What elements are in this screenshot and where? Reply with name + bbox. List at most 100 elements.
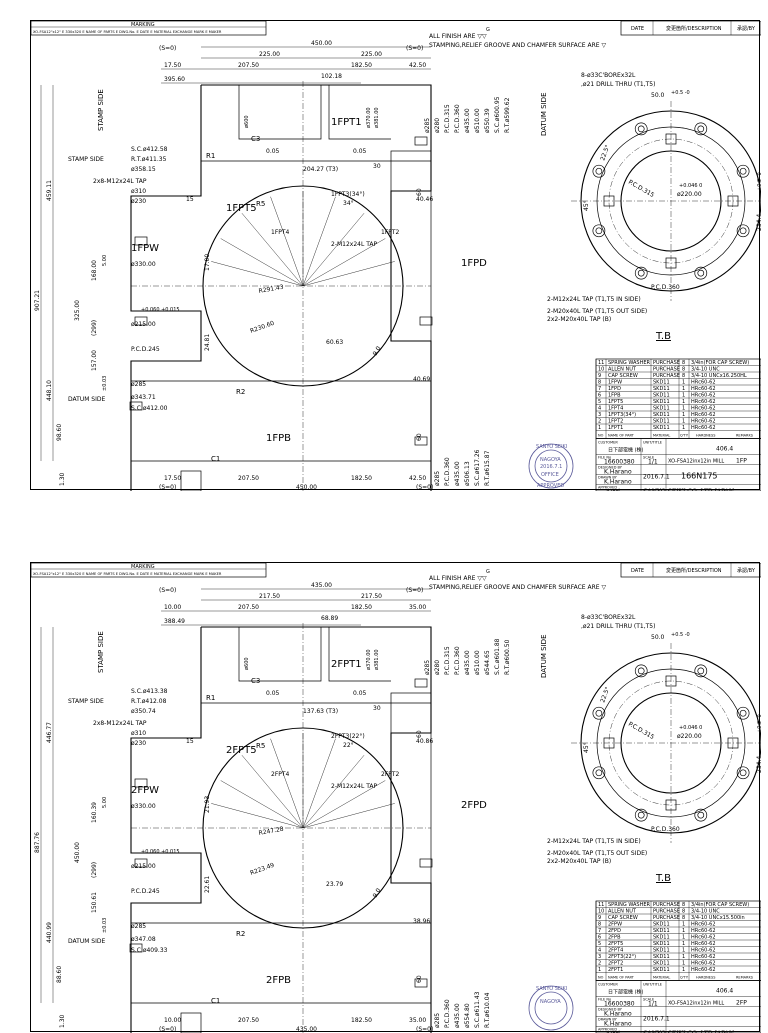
company-jp: 日下部電機 (株) xyxy=(608,447,644,454)
bore-215-tol: +0.060 +0.015 xyxy=(141,307,180,313)
tol-003: ±0.03 xyxy=(102,918,108,933)
bore-col-1: ø280 xyxy=(434,660,441,675)
right-col-1: ø550.39 xyxy=(484,108,491,133)
right-col-0: ø510.00 xyxy=(474,650,481,675)
bore-tol: +0.5 -0 xyxy=(671,632,690,638)
s0-left: (S=0) xyxy=(159,45,176,52)
bore-col-3: P.C.D.360 xyxy=(454,646,461,675)
stamp-2: 2016.7.1 xyxy=(540,464,562,470)
bom-name: 1FPT4 xyxy=(608,406,623,412)
dim-left-total: 887.76 xyxy=(34,832,41,853)
approved: Y.Iori xyxy=(605,489,620,492)
dim-r1: 182.50 xyxy=(351,604,372,611)
right-col-2: S.C.ø601.88 xyxy=(494,638,501,675)
dim-234-tol: +0.2 -0 xyxy=(757,172,761,191)
stamp-1: NAGOYA xyxy=(540,457,561,463)
dim-low-d412: S.C.ø409.33 xyxy=(131,947,168,954)
dim-d291: R291.43 xyxy=(258,284,284,295)
tap-label-b: 2-M12x24L TAP xyxy=(331,783,378,790)
c3-label: C3 xyxy=(251,677,260,685)
s0-bottom-left: (S=0) xyxy=(159,484,176,491)
bore-low-2: ø435.00 xyxy=(454,461,461,486)
dim-130: 1.30 xyxy=(59,472,66,486)
drawing-sheet-2: MARKING XO-FSA12"x12" E 330x320 E NAME OF… xyxy=(30,562,760,1032)
dim-r1: 182.50 xyxy=(351,62,372,69)
dim-w2: 68.89 xyxy=(321,615,338,622)
mini-col-2: ø381.00 xyxy=(374,649,380,670)
bom-name: 1FPT3(34°) xyxy=(608,412,636,418)
dim-d506: ø554.80 xyxy=(464,1003,471,1028)
angle-45: 45° xyxy=(583,742,590,753)
bom-rem: HRc60-62 xyxy=(691,935,716,941)
dim-60-b: 60 xyxy=(416,433,423,441)
marking-header: MARKING xyxy=(131,564,155,570)
bom-name: 2FPW xyxy=(608,922,622,928)
bom-mat: SKD11 xyxy=(653,412,670,418)
dim-left-h2: 440.99 xyxy=(46,922,53,943)
dim-d291: R247.28 xyxy=(258,826,284,837)
bom-qty: 1 xyxy=(682,406,685,412)
drawing-title: XO-FSA12inx12in MILL xyxy=(668,1001,724,1007)
dim-d40: 40.69 xyxy=(413,376,430,383)
dim-half-left: 217.50 xyxy=(259,593,280,600)
bore-note-2: ,ø21 DRILL THRU (T1,T5) xyxy=(581,81,655,88)
dim-left-h1: 446.77 xyxy=(46,722,53,743)
bom-qty: 1 xyxy=(682,928,685,934)
dim-bottom-r2: 42.50 xyxy=(409,475,426,482)
bom-h-rem: REMARKS xyxy=(736,434,754,438)
bore-col-3: P.C.D.360 xyxy=(454,104,461,133)
s0-left: (S=0) xyxy=(159,587,176,594)
dim-d358: ø358.15 xyxy=(131,166,156,173)
dim-60-a: 60 xyxy=(416,730,423,738)
dim-d615: R.T.ø615.87 xyxy=(484,450,491,486)
bom-rem: HRc60-62 xyxy=(691,928,716,934)
s0-right: (S=0) xyxy=(406,45,423,52)
pcd-245: P.C.D.245 xyxy=(131,888,160,895)
bom-mat: PURCHASE xyxy=(653,909,680,915)
dim-d412: S.C.ø413.38 xyxy=(131,688,168,695)
bom-rem: HRc60-62 xyxy=(691,961,716,967)
datum-side-label: DATUM SIDE xyxy=(68,396,105,403)
company-jp: 日下部電機 (株) xyxy=(608,989,644,996)
dim-left-h2: 448.10 xyxy=(46,380,53,401)
s0-bottom-right: (S=0) xyxy=(416,1026,433,1033)
bom-no: 10 xyxy=(598,367,604,373)
bore-215-tol: +0.060 +0.015 xyxy=(141,849,180,855)
date: 2016.7.1 xyxy=(643,474,670,481)
bom-no: 7 xyxy=(598,386,601,392)
view-tb: T.B xyxy=(655,873,671,884)
stamp-0: SANYO SEIKI xyxy=(536,444,567,450)
drawing-no: 166N175 xyxy=(681,472,718,481)
dim-left-h6: 88.60 xyxy=(56,966,63,983)
bom-qty: 1 xyxy=(682,386,685,392)
dim-9: 9.0 xyxy=(372,887,383,899)
finish-note: ALL FINISH ARE ▽▽ xyxy=(429,33,487,40)
bom-h-name: NAME OF PART xyxy=(608,434,635,438)
bom-qty: 1 xyxy=(682,393,685,399)
dim-w2: 102.18 xyxy=(321,73,342,80)
label-fpt4: 1FPT4 xyxy=(271,229,290,236)
file-no: 16600380 xyxy=(604,459,635,466)
bore-dim: 50.0 xyxy=(651,634,665,641)
datum-side-vertical: DATUM SIDE xyxy=(540,635,548,679)
datum-side-label: DATUM SIDE xyxy=(68,938,105,945)
title-strip: XO-FSA12"x12" E 330x320 E NAME OF PARTS … xyxy=(33,572,222,576)
dim-d358: ø350.74 xyxy=(131,708,156,715)
angle-45: 45° xyxy=(583,200,590,211)
dim-left-total: 907.21 xyxy=(34,290,41,311)
bom-mat: SKD11 xyxy=(653,386,670,392)
bom-name: 1FPT5 xyxy=(608,399,623,405)
dim-total-width: 450.00 xyxy=(311,40,332,47)
tol-003: ±0.03 xyxy=(102,376,108,391)
bom-no: 4 xyxy=(598,406,601,412)
bom-no: 3 xyxy=(598,412,601,418)
dim-234: 234.4 xyxy=(756,756,761,773)
dim-30: 30 xyxy=(373,705,381,712)
